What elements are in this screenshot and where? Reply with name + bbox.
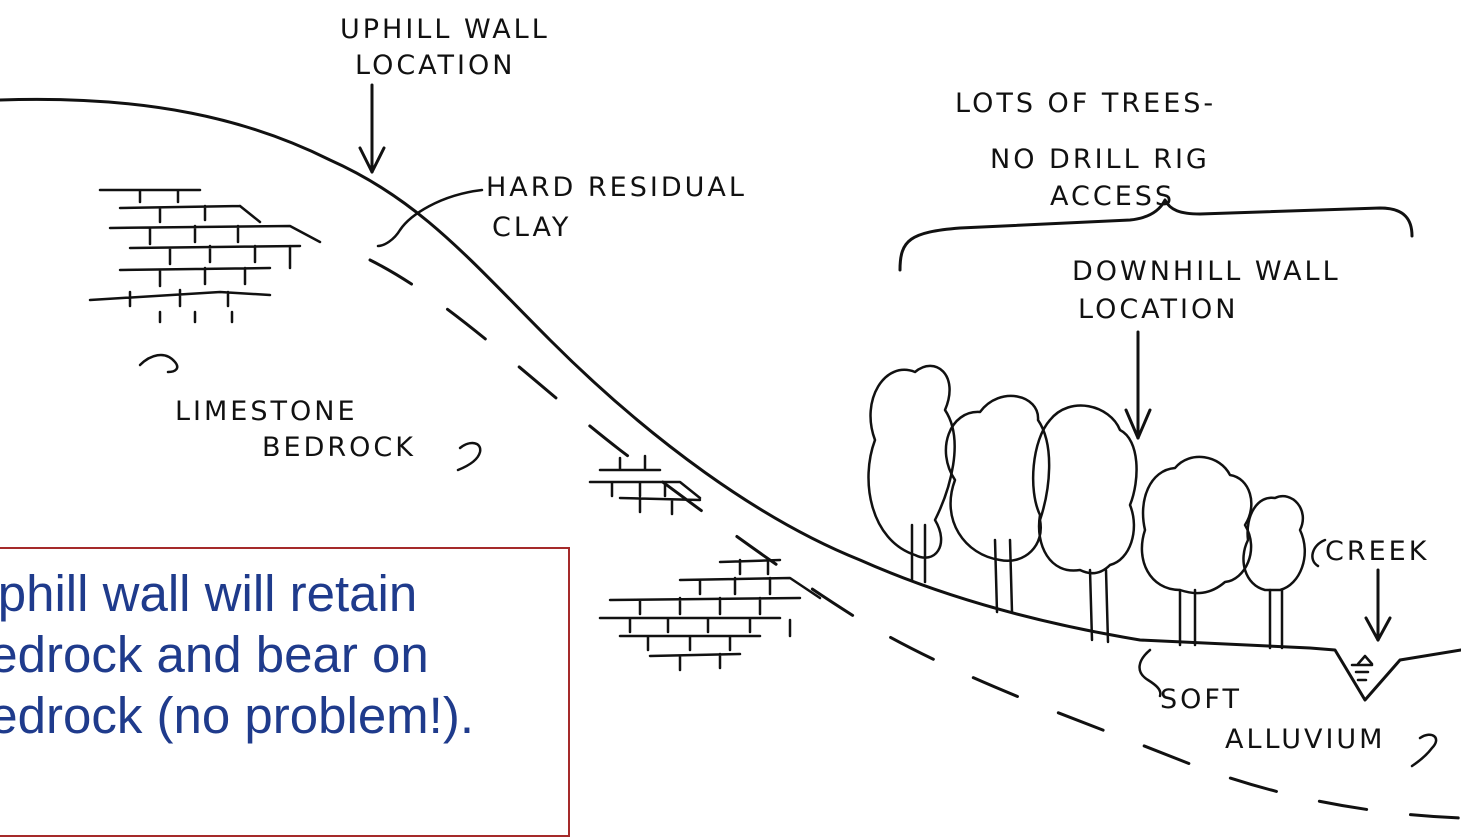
limestone-leader bbox=[138, 353, 179, 374]
limestone-blocks-lower bbox=[598, 558, 822, 672]
tree-2 bbox=[944, 394, 1051, 614]
downhill-wall-label-line1: DOWNHILL WALL bbox=[1072, 256, 1341, 287]
trees-label-line3: ACCESS bbox=[1050, 181, 1175, 212]
creek-leader bbox=[1311, 538, 1327, 568]
tree-4 bbox=[1140, 455, 1253, 647]
limestone-label-line1: LIMESTONE bbox=[175, 396, 358, 427]
callout-line-2: bedrock and bear on bbox=[0, 626, 429, 683]
trees-brace bbox=[898, 198, 1414, 272]
soft-alluvium-leader bbox=[1138, 648, 1162, 698]
limestone-blocks-middle bbox=[588, 454, 702, 516]
soft-alluvium-label-line2: ALLUVIUM bbox=[1225, 724, 1385, 755]
callout-line-1: Uphill wall will retain bbox=[0, 565, 418, 622]
tree-5 bbox=[1242, 495, 1306, 650]
creek-label: CREEK bbox=[1325, 536, 1429, 567]
downhill-wall-label-line2: LOCATION bbox=[1078, 294, 1238, 325]
alluvium-leader bbox=[1410, 733, 1438, 768]
trees-label-line2: NO DRILL RIG bbox=[990, 144, 1210, 175]
bedrock-leader bbox=[456, 441, 482, 472]
uphill-wall-arrow bbox=[358, 83, 386, 174]
limestone-blocks-upper-left bbox=[88, 188, 322, 324]
soft-alluvium-label-line1: SOFT bbox=[1160, 684, 1242, 715]
bedrock-contact-dashed-line bbox=[368, 258, 1461, 820]
trees-label-line1: LOTS OF TREES- bbox=[955, 88, 1216, 119]
callout-text: Uphill wall will retain bedrock and bear… bbox=[0, 563, 474, 746]
uphill-wall-label-line1: UPHILL WALL bbox=[340, 14, 550, 45]
hard-residual-label-line2: CLAY bbox=[492, 212, 571, 243]
tree-1 bbox=[867, 364, 956, 584]
creek-arrow bbox=[1364, 568, 1392, 642]
hard-residual-label-line1: HARD RESIDUAL bbox=[486, 172, 747, 203]
ground-surface-line bbox=[0, 97, 1461, 702]
downhill-wall-arrow bbox=[1124, 330, 1152, 440]
limestone-label-line2: BEDROCK bbox=[262, 432, 416, 463]
tree-3 bbox=[1031, 404, 1138, 644]
callout-box: Uphill wall will retain bedrock and bear… bbox=[0, 547, 570, 837]
callout-line-3: bedrock (no problem!). bbox=[0, 687, 474, 744]
hard-clay-leader bbox=[376, 188, 484, 248]
uphill-wall-label-line2: LOCATION bbox=[355, 50, 515, 81]
creek-water-marker bbox=[1350, 654, 1374, 682]
